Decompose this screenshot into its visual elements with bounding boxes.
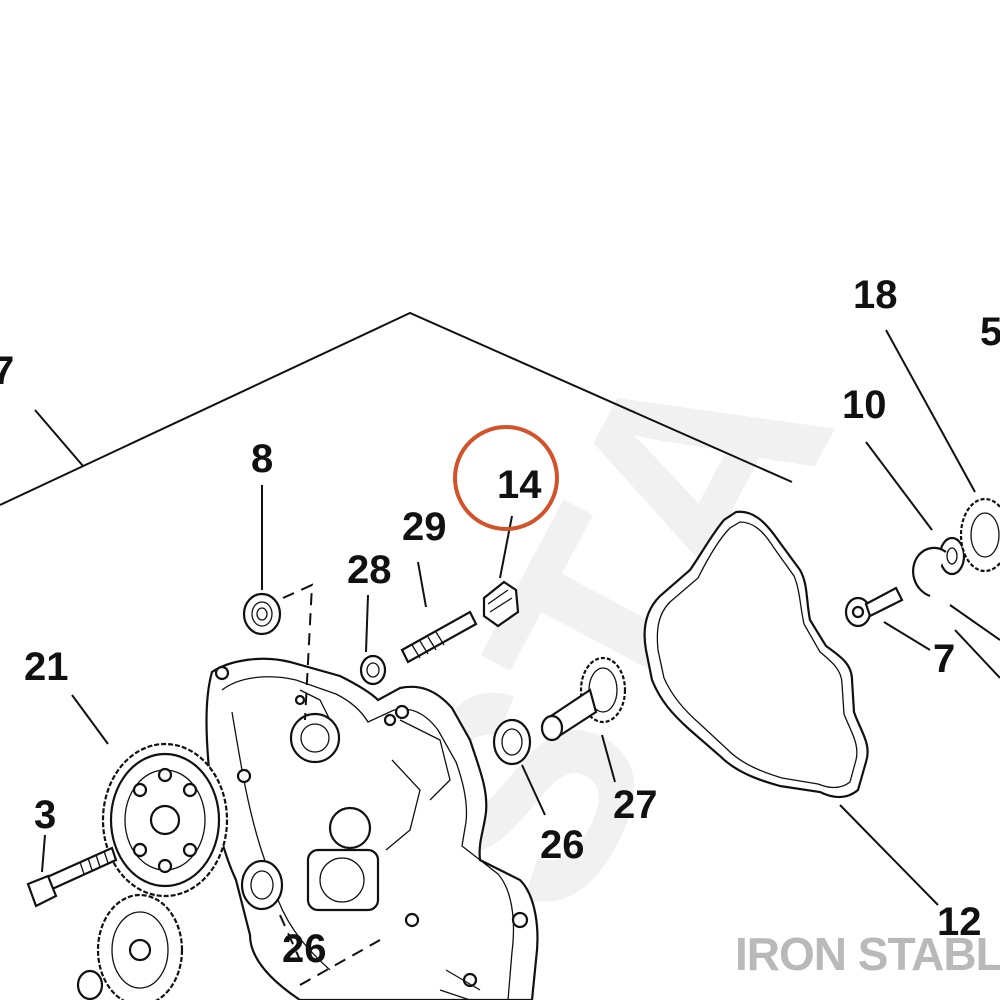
callout-26-mid: 26 — [540, 823, 585, 867]
highlight-circle — [453, 425, 559, 531]
part-14-drive-dog — [482, 515, 520, 628]
callout-5: 5 — [980, 310, 1000, 354]
callout-8: 8 — [251, 437, 273, 481]
callout-21: 21 — [24, 645, 69, 689]
callout-14: 14 — [497, 463, 542, 507]
dashed-guides — [279, 583, 381, 986]
part-27-gear-shaft — [540, 656, 627, 783]
callout-7-right: 7 — [933, 637, 955, 681]
part-26-needle-bearing-left — [240, 859, 284, 911]
callout-labels: 7 8 29 28 14 21 3 26 26 27 12 18 10 5 7 — [0, 273, 1000, 971]
part-21-gear — [71, 694, 229, 898]
part-12-gasket — [643, 510, 939, 906]
callout-26-bottom: 26 — [282, 927, 327, 971]
callout-29: 29 — [402, 505, 447, 549]
part-7-flange-bolt — [844, 586, 931, 651]
callout-7-left: 7 — [0, 349, 14, 393]
callout-12: 12 — [937, 900, 982, 944]
brand-watermark: IRON STABLE — [735, 928, 1000, 980]
part-28-seal — [359, 594, 387, 686]
group-bracket — [0, 311, 793, 506]
crankcase-cover — [205, 657, 539, 1000]
lower-gear — [76, 893, 184, 1000]
callout-10: 10 — [842, 383, 887, 427]
part-26-needle-bearing-right — [492, 718, 546, 816]
callout-3: 3 — [34, 793, 56, 837]
part-18-gear — [885, 329, 1000, 679]
callout-27: 27 — [613, 783, 658, 827]
part-3-bolt — [26, 834, 118, 908]
part-10-washer — [865, 441, 966, 598]
callout-28: 28 — [347, 548, 392, 592]
callout-18: 18 — [853, 273, 898, 317]
part-29-shaft — [400, 561, 478, 664]
part-8-bearing — [242, 485, 282, 636]
